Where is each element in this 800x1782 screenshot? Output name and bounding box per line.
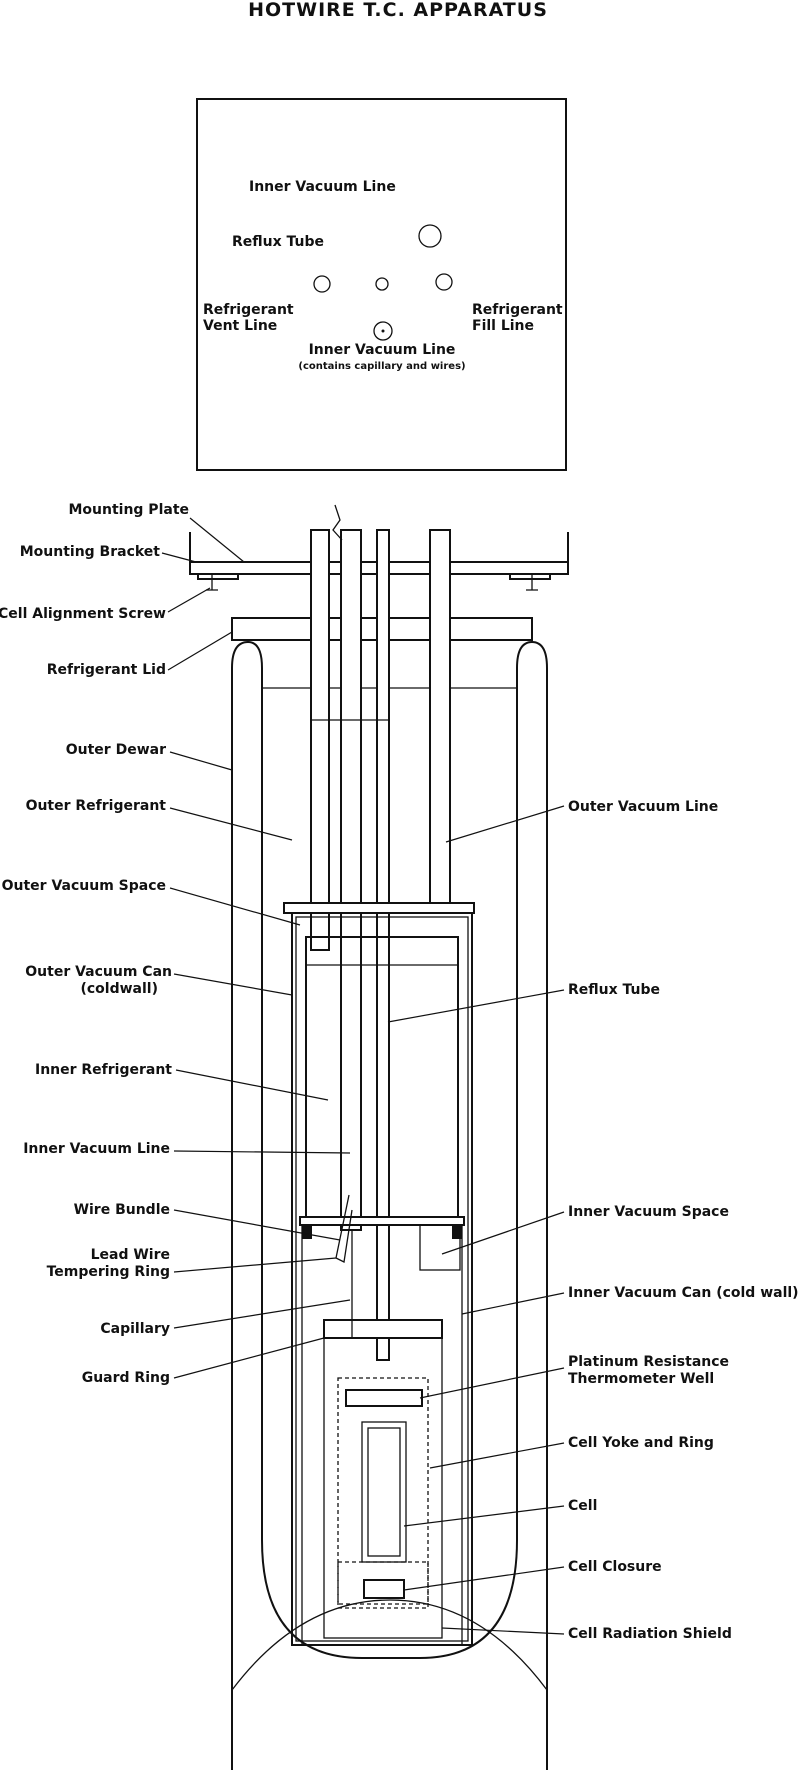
label-top-vent-line-2: Vent Line [203, 318, 277, 334]
leader-mounting-plate [189, 517, 245, 563]
alignment-screw-left [206, 574, 218, 591]
label-reflux-tube: Reflux Tube [568, 982, 660, 998]
cell-yoke [337, 1377, 429, 1609]
label-inner-vacuum-space: Inner Vacuum Space [568, 1204, 729, 1220]
leader-inner-vacuum-line [173, 1150, 351, 1154]
label-cell-yoke: Cell Yoke and Ring [568, 1435, 714, 1451]
label-outer-vacuum-line: Outer Vacuum Line [568, 799, 718, 815]
leader-cell-yoke [429, 1442, 565, 1469]
leader-guard-ring [173, 1337, 325, 1379]
right-labels: Outer Vacuum Line Reflux Tube Inner Vacu… [387, 799, 799, 1642]
wire-bundle [335, 1194, 353, 1263]
label-outer-refrigerant: Outer Refrigerant [26, 798, 167, 814]
inner-vacuum-line-port [373, 321, 393, 341]
label-mounting-bracket: Mounting Bracket [20, 544, 161, 560]
label-inner-refrigerant: Inner Refrigerant [35, 1062, 172, 1078]
leader-cell-alignment-screw [167, 587, 211, 613]
leader-wire-bundle [173, 1209, 341, 1241]
label-top-fill-line-2: Fill Line [472, 318, 534, 334]
outer-vacuum-can-inner-wall [295, 916, 469, 1642]
center-port [375, 277, 389, 291]
outer-vacuum-can-flange [283, 902, 475, 914]
bracket-pad-right [509, 573, 551, 580]
label-refrigerant-lid: Refrigerant Lid [47, 662, 166, 678]
label-prt-well-2: Thermometer Well [568, 1371, 714, 1387]
cell-inner [367, 1427, 401, 1557]
guard-ring [323, 1319, 443, 1339]
prt-well [345, 1389, 423, 1407]
leader-inner-refrigerant [175, 1069, 329, 1101]
leader-outer-vacuum-can [173, 973, 293, 996]
top-view-frame [196, 98, 567, 471]
leader-refrigerant-lid [167, 631, 233, 671]
top-view: Inner Vacuum Line Reflux Tube Refrigeran… [196, 98, 567, 471]
inner-vessel-flange [299, 1216, 465, 1226]
bolt-left [302, 1225, 312, 1239]
label-cell-radiation-shield: Cell Radiation Shield [568, 1626, 732, 1642]
label-top-inner-vacuum-line-center: Inner Vacuum Line [309, 342, 456, 358]
leader-capillary [173, 1299, 351, 1329]
label-inner-vacuum-can: Inner Vacuum Can (cold wall) [568, 1285, 799, 1301]
wire-exit [332, 504, 343, 541]
label-cell: Cell [568, 1498, 597, 1514]
outer-dewar-outer-wall [231, 640, 548, 1770]
label-outer-vacuum-can-1: Outer Vacuum Can [25, 964, 172, 980]
cell-radiation-shield [323, 1337, 443, 1639]
label-inner-vacuum-line: Inner Vacuum Line [23, 1141, 170, 1157]
side-section [189, 504, 569, 1770]
leader-cell-radiation-shield [441, 1627, 565, 1635]
label-wire-bundle: Wire Bundle [74, 1202, 170, 1218]
leader-cell-closure [403, 1566, 565, 1591]
bracket-pad-left [197, 573, 239, 580]
leader-outer-vacuum-space [169, 887, 301, 926]
leader-cell [403, 1505, 565, 1527]
reflux-tube-port [418, 224, 442, 248]
inner-vacuum-can [301, 1224, 463, 1646]
label-top-vent-line-1: Refrigerant [203, 302, 294, 318]
label-top-inner-vacuum-note: (contains capillary and wires) [298, 361, 465, 372]
label-cell-closure: Cell Closure [568, 1559, 662, 1575]
label-prt-well-1: Platinum Resistance [568, 1354, 729, 1370]
label-lead-wire-1: Lead Wire [91, 1247, 170, 1263]
reflux-tube [376, 529, 390, 1361]
leader-lead-wire [173, 1257, 337, 1273]
label-guard-ring: Guard Ring [82, 1370, 170, 1386]
label-top-inner-vacuum-line: Inner Vacuum Line [249, 179, 396, 195]
leader-inner-vacuum-can [461, 1292, 565, 1315]
label-top-fill-line-1: Refrigerant [472, 302, 563, 318]
dewar-bottom-curve [231, 1599, 548, 1691]
label-top-reflux-tube: Reflux Tube [232, 234, 324, 250]
cell-closure-housing [337, 1561, 429, 1605]
label-outer-vacuum-can-2: (coldwall) [80, 981, 158, 997]
leader-mounting-bracket [161, 552, 197, 563]
left-labels: Mounting Plate Mounting Bracket Cell Ali… [0, 502, 351, 1386]
label-mounting-plate: Mounting Plate [68, 502, 189, 518]
outer-vacuum-line-tube [429, 529, 451, 911]
label-cell-alignment-screw: Cell Alignment Screw [0, 606, 166, 622]
refrigerant-vent-line-tube [310, 529, 330, 951]
leader-inner-vacuum-space [441, 1211, 565, 1255]
leader-prt-well [419, 1367, 565, 1399]
leader-outer-vacuum-line [445, 805, 565, 843]
leader-outer-dewar [169, 751, 233, 771]
label-lead-wire-2: Tempering Ring [47, 1264, 170, 1280]
alignment-screw-right [526, 574, 538, 591]
leader-outer-refrigerant [169, 807, 293, 841]
fill-line-port [435, 273, 453, 291]
cell-closure [363, 1579, 405, 1599]
label-outer-vacuum-space: Outer Vacuum Space [2, 878, 166, 894]
vent-line-port [313, 275, 331, 293]
bolt-right [452, 1225, 462, 1239]
leader-reflux-tube [387, 989, 565, 1023]
label-capillary: Capillary [100, 1321, 170, 1337]
inner-vacuum-line-port-center [381, 329, 385, 333]
label-outer-dewar: Outer Dewar [66, 742, 166, 758]
diagram-title: HOTWIRE T.C. APPARATUS [248, 0, 548, 21]
inner-vacuum-line-tube [340, 529, 362, 1231]
